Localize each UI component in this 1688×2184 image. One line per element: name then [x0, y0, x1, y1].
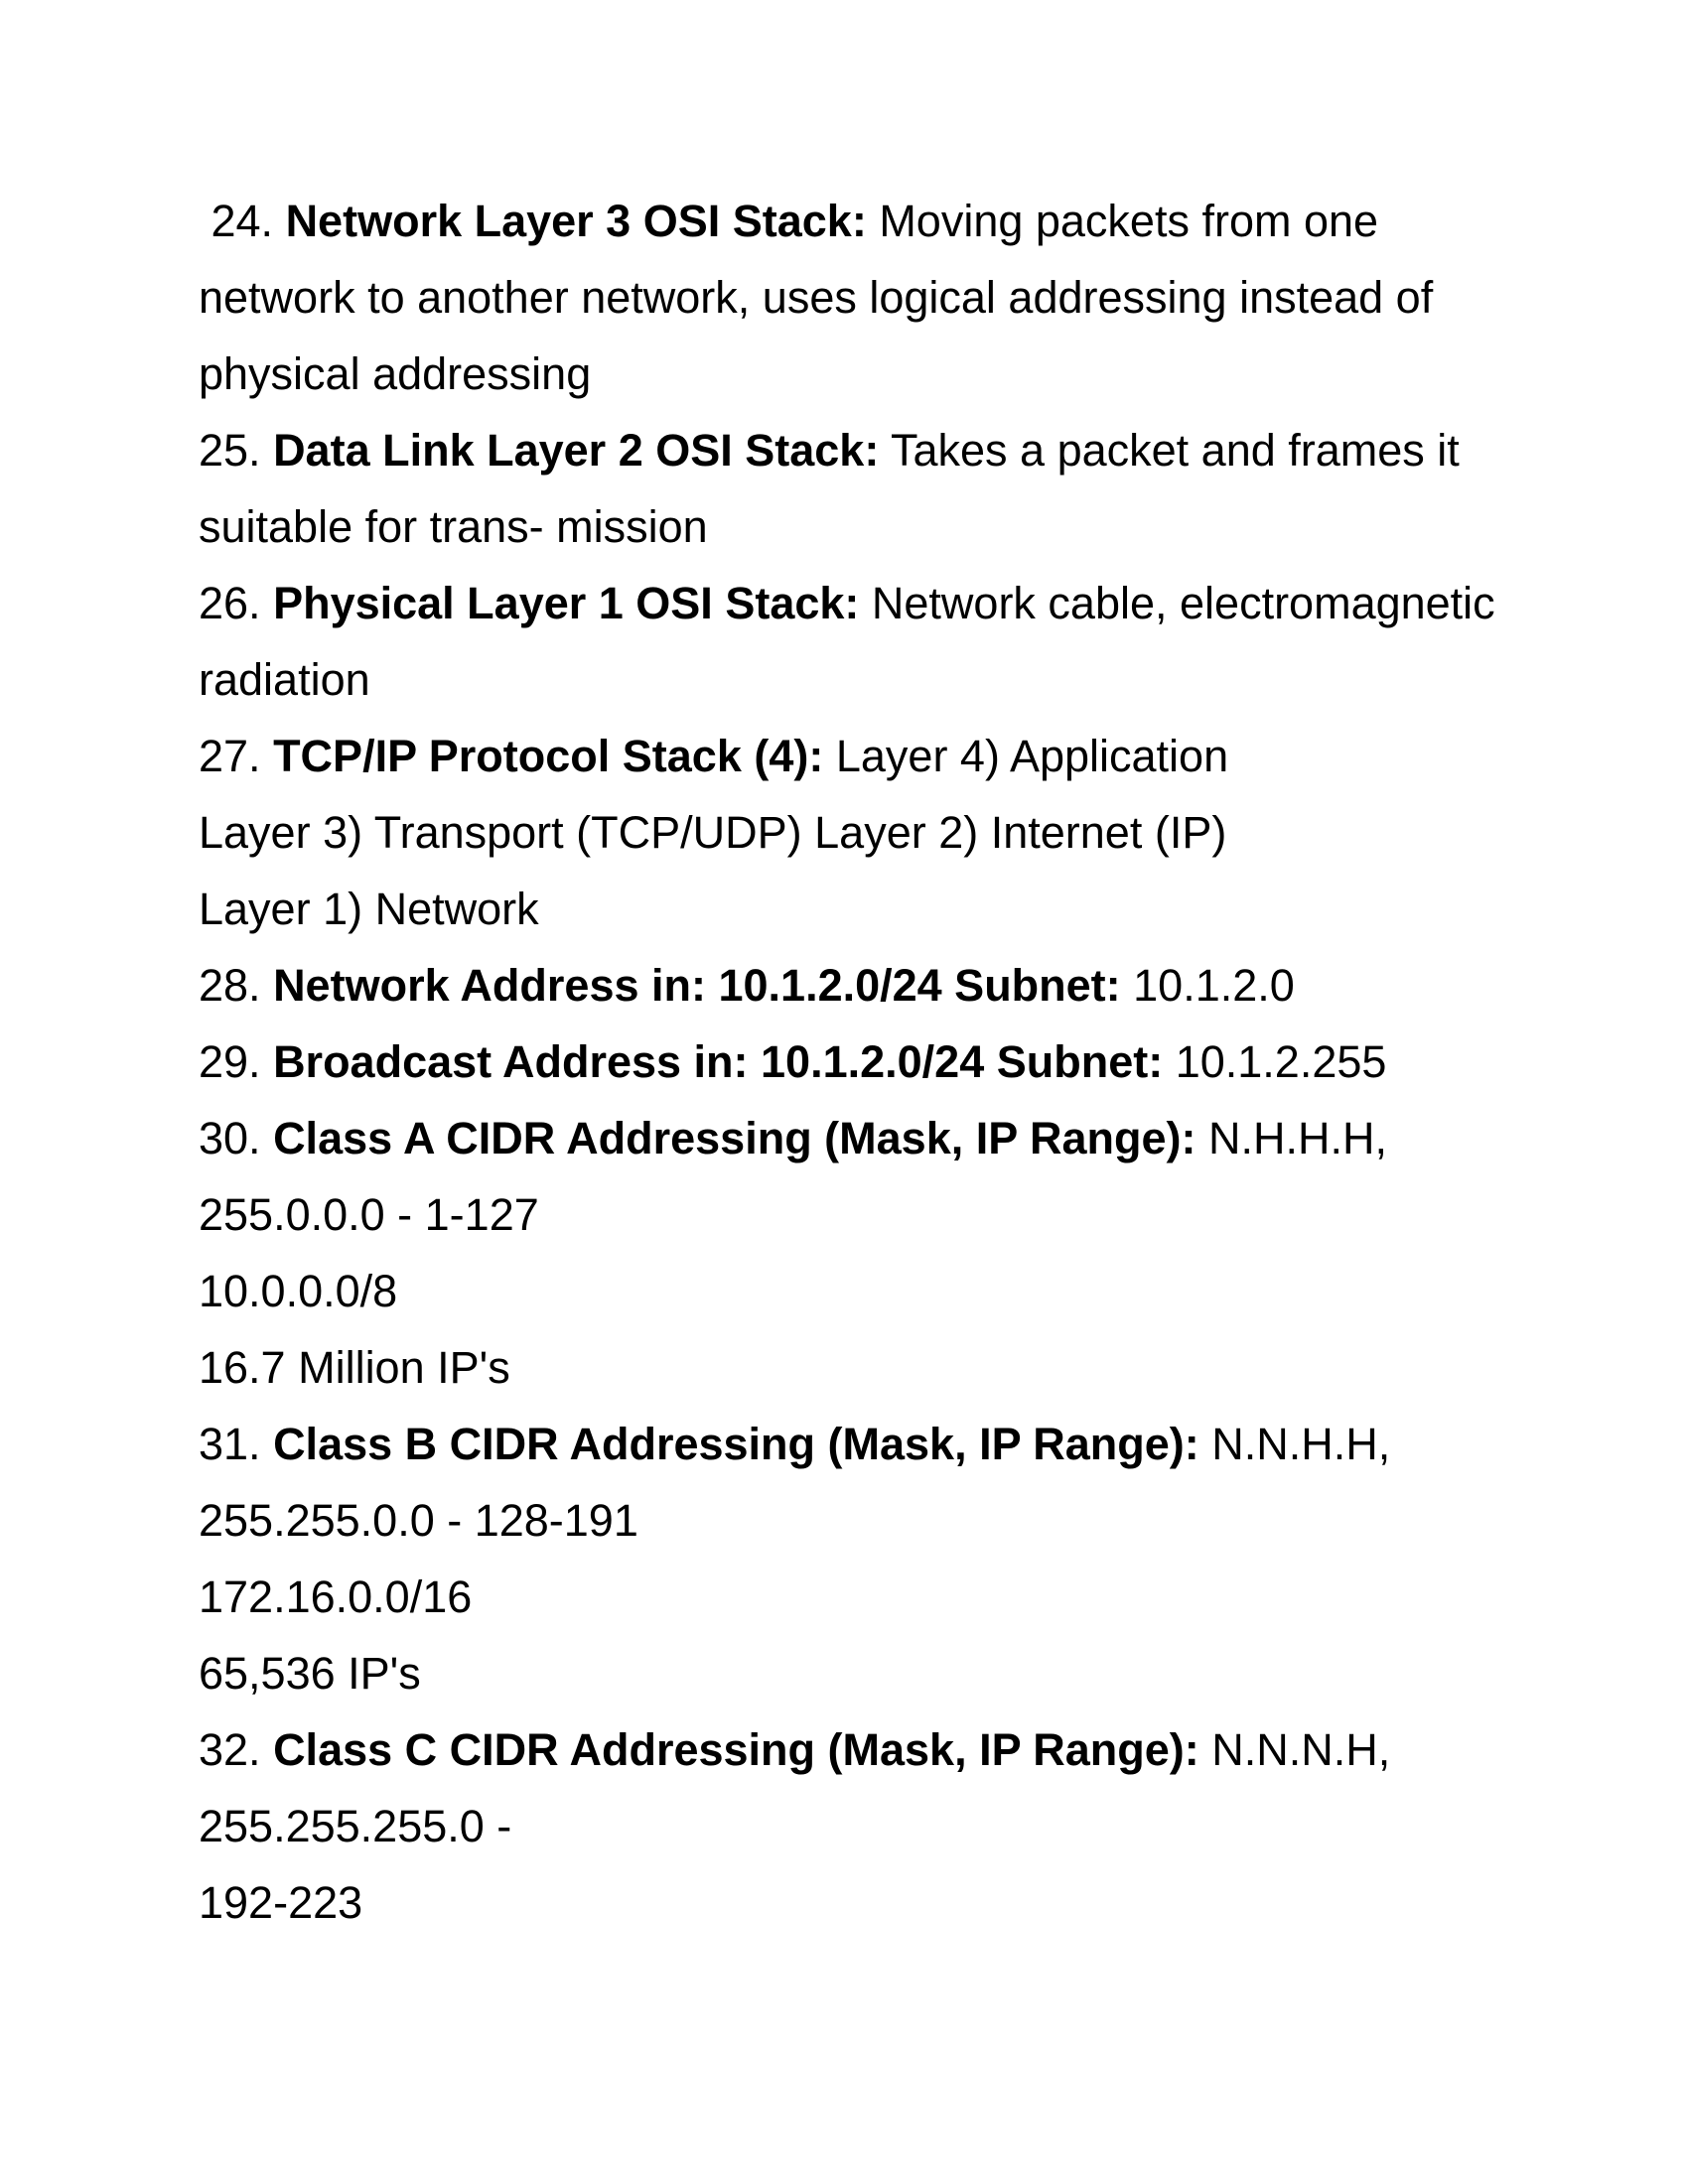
term-text: Physical Layer 1 OSI Stack:	[273, 578, 860, 628]
body-text: 30.	[199, 1113, 274, 1163]
item-30-line-2: 255.0.0.0 - 1-127	[199, 1176, 1589, 1253]
term-text: Data Link Layer 2 OSI Stack:	[273, 425, 880, 476]
term-text: Network Layer 3 OSI Stack:	[285, 196, 867, 246]
body-text: suitable for trans- mission	[199, 501, 708, 552]
body-text: physical addressing	[199, 348, 592, 399]
item-24-line-2: network to another network, uses logical…	[199, 259, 1589, 336]
item-27-line-3: Layer 1) Network	[199, 871, 1589, 947]
body-text: Layer 4) Application	[823, 731, 1229, 781]
item-31-line-3: 172.16.0.0/16	[199, 1559, 1589, 1635]
item-32-line-3: 192-223	[199, 1864, 1589, 1941]
body-text: Layer 1) Network	[199, 884, 539, 934]
body-text: 10.0.0.0/8	[199, 1266, 398, 1316]
item-24-line-1: 24. Network Layer 3 OSI Stack: Moving pa…	[199, 183, 1589, 259]
item-30-line-4: 16.7 Million IP's	[199, 1329, 1589, 1406]
term-text: Network Address in: 10.1.2.0/24 Subnet:	[273, 960, 1121, 1011]
body-text: 172.16.0.0/16	[199, 1571, 473, 1622]
body-text: 255.255.255.0 -	[199, 1801, 512, 1851]
body-text: Takes a packet and frames it	[879, 425, 1460, 476]
item-27-line-2: Layer 3) Transport (TCP/UDP) Layer 2) In…	[199, 794, 1589, 871]
item-32-line-1: 32. Class C CIDR Addressing (Mask, IP Ra…	[199, 1711, 1589, 1788]
item-26-line-2: radiation	[199, 641, 1589, 718]
body-text: 24.	[199, 196, 286, 246]
item-32-line-2: 255.255.255.0 -	[199, 1788, 1589, 1864]
term-text: Class C CIDR Addressing (Mask, IP Range)…	[273, 1724, 1199, 1775]
body-text: 27.	[199, 731, 274, 781]
body-text: N.H.H.H,	[1196, 1113, 1387, 1163]
body-text: Network cable, electromagnetic	[859, 578, 1495, 628]
body-text: 10.1.2.255	[1163, 1036, 1387, 1087]
item-25-line-2: suitable for trans- mission	[199, 488, 1589, 565]
body-text: 25.	[199, 425, 274, 476]
body-text: Layer 3) Transport (TCP/UDP) Layer 2) In…	[199, 807, 1227, 858]
item-30-line-3: 10.0.0.0/8	[199, 1253, 1589, 1329]
body-text: 65,536 IP's	[199, 1648, 421, 1699]
item-28-line-1: 28. Network Address in: 10.1.2.0/24 Subn…	[199, 947, 1589, 1024]
term-text: Class B CIDR Addressing (Mask, IP Range)…	[273, 1419, 1199, 1469]
body-text: 10.1.2.0	[1120, 960, 1295, 1011]
item-29-line-1: 29. Broadcast Address in: 10.1.2.0/24 Su…	[199, 1024, 1589, 1100]
body-text: 31.	[199, 1419, 274, 1469]
term-text: Class A CIDR Addressing (Mask, IP Range)…	[273, 1113, 1196, 1163]
body-text: 32.	[199, 1724, 274, 1775]
body-text: 29.	[199, 1036, 274, 1087]
body-text: Moving packets from one	[866, 196, 1379, 246]
item-30-line-1: 30. Class A CIDR Addressing (Mask, IP Ra…	[199, 1100, 1589, 1176]
item-31-line-2: 255.255.0.0 - 128-191	[199, 1482, 1589, 1559]
body-text: N.N.N.H,	[1198, 1724, 1391, 1775]
body-text: 255.0.0.0 - 1-127	[199, 1189, 539, 1240]
item-26-line-1: 26. Physical Layer 1 OSI Stack: Network …	[199, 565, 1589, 641]
body-text: 192-223	[199, 1877, 363, 1928]
body-text: 255.255.0.0 - 128-191	[199, 1495, 638, 1546]
body-text: 16.7 Million IP's	[199, 1342, 510, 1393]
item-31-line-1: 31. Class B CIDR Addressing (Mask, IP Ra…	[199, 1406, 1589, 1482]
term-text: TCP/IP Protocol Stack (4):	[273, 731, 824, 781]
item-24-line-3: physical addressing	[199, 336, 1589, 412]
item-27-line-1: 27. TCP/IP Protocol Stack (4): Layer 4) …	[199, 718, 1589, 794]
item-25-line-1: 25. Data Link Layer 2 OSI Stack: Takes a…	[199, 412, 1589, 488]
body-text: 28.	[199, 960, 274, 1011]
body-text: radiation	[199, 654, 370, 705]
term-text: Broadcast Address in: 10.1.2.0/24 Subnet…	[273, 1036, 1164, 1087]
item-31-line-4: 65,536 IP's	[199, 1635, 1589, 1711]
body-text: 26.	[199, 578, 274, 628]
notes-text-block: 24. Network Layer 3 OSI Stack: Moving pa…	[199, 183, 1589, 1941]
body-text: network to another network, uses logical…	[199, 272, 1434, 323]
body-text: N.N.H.H,	[1198, 1419, 1391, 1469]
